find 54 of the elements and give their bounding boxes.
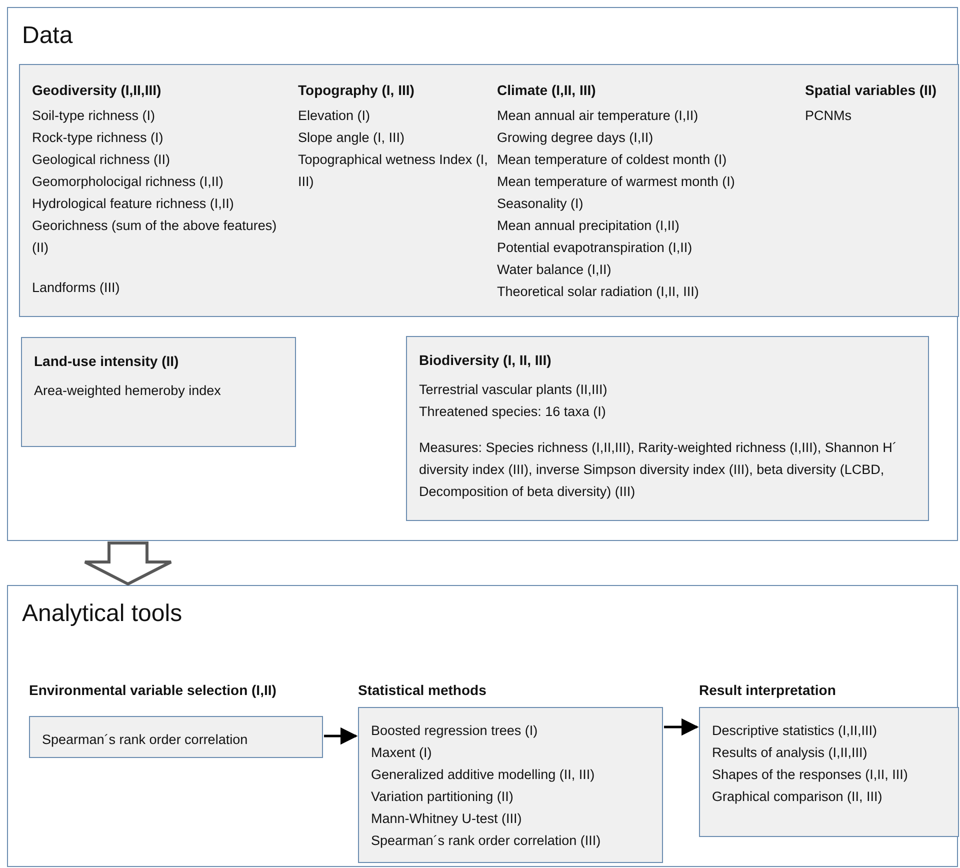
- list-item: Shapes of the responses (I,II, III): [712, 766, 909, 784]
- list-item: Threatened species: 16 taxa (I): [419, 403, 607, 421]
- variable-group-box: [21, 337, 296, 447]
- list-item: Geomorpholocigal richness (I,II): [32, 173, 224, 191]
- list-item: Mean temperature of coldest month (I): [497, 151, 728, 169]
- list-item: Results of analysis (I,II,III): [712, 744, 868, 762]
- list-item: Mean annual precipitation (I,II): [497, 217, 680, 235]
- list-item: PCNMs: [805, 107, 852, 125]
- list-item: Terrestrial vascular plants (II,III): [419, 381, 608, 399]
- section-heading: Spatial variables (II): [805, 81, 938, 99]
- list-item: Topographical wetness Index (I, III): [298, 151, 489, 191]
- list-item: Theoretical solar radiation (I,II, III): [497, 283, 700, 301]
- variable-group-box: [406, 336, 929, 521]
- list-item: Variation partitioning (II): [371, 788, 514, 806]
- list-item: Landforms (III): [32, 279, 121, 297]
- section-panel: [7, 585, 958, 867]
- list-item: Descriptive statistics (I,II,III): [712, 722, 878, 740]
- panel-title: Data: [22, 22, 73, 50]
- list-item: Boosted regression trees (I): [371, 722, 539, 740]
- list-item: Elevation (I): [298, 107, 372, 125]
- list-item: Mean temperature of warmest month (I): [497, 173, 736, 191]
- list-item: Rock-type richness (I): [32, 129, 164, 147]
- step-heading: Environmental variable selection (I,II): [29, 681, 276, 699]
- list-item: Geological richness (II): [32, 151, 172, 169]
- list-item: Area-weighted hemeroby index: [34, 382, 222, 400]
- list-item: Growing degree days (I,II): [497, 129, 654, 147]
- list-item: Spearman´s rank order correlation (III): [371, 832, 602, 850]
- arrow: [664, 718, 699, 736]
- list-item: Slope angle (I, III): [298, 129, 406, 147]
- panel-title: Analytical tools: [22, 600, 182, 628]
- section-panel: [7, 7, 958, 541]
- list-item: Georichness (sum of the above features) (II): [32, 217, 278, 257]
- list-item: Seasonality (I): [497, 195, 584, 213]
- list-item: Mann-Whitney U-test (III): [371, 810, 523, 828]
- list-item: Soil-type richness (I): [32, 107, 156, 125]
- step-heading: Result interpretation: [699, 681, 836, 699]
- section-heading: Biodiversity (I, II, III): [419, 351, 552, 369]
- list-item: Generalized additive modelling (II, III): [371, 766, 596, 784]
- section-heading: Climate (I,II, III): [497, 81, 597, 99]
- list-item: Mean annual air temperature (I,II): [497, 107, 700, 125]
- section-heading: Land-use intensity (II): [34, 352, 180, 370]
- list-item: Hydrological feature richness (I,II): [32, 195, 235, 213]
- variable-group-box: [19, 64, 959, 317]
- list-item: Graphical comparison (II, III): [712, 788, 884, 806]
- section-heading: Topography (I, III): [298, 81, 416, 99]
- section-heading: Geodiversity (I,II,III): [32, 81, 162, 99]
- list-item: Maxent (I): [371, 744, 433, 762]
- step-heading: Statistical methods: [358, 681, 486, 699]
- list-item: Measures: Species richness (I,II,III), Rarity-weighted richness (I,III), Shannon H´ diversity index (III), inverse Simpson diversity index (III), beta diversity (LCBD, Decomposition of beta diversity) (III): [419, 439, 898, 501]
- list-item: Potential evapotranspiration (I,II): [497, 239, 694, 257]
- list-item: Spearman´s rank order correlation: [42, 731, 249, 749]
- arrow: [324, 727, 358, 745]
- block-arrow: [84, 542, 172, 586]
- list-item: Water balance (I,II): [497, 261, 612, 279]
